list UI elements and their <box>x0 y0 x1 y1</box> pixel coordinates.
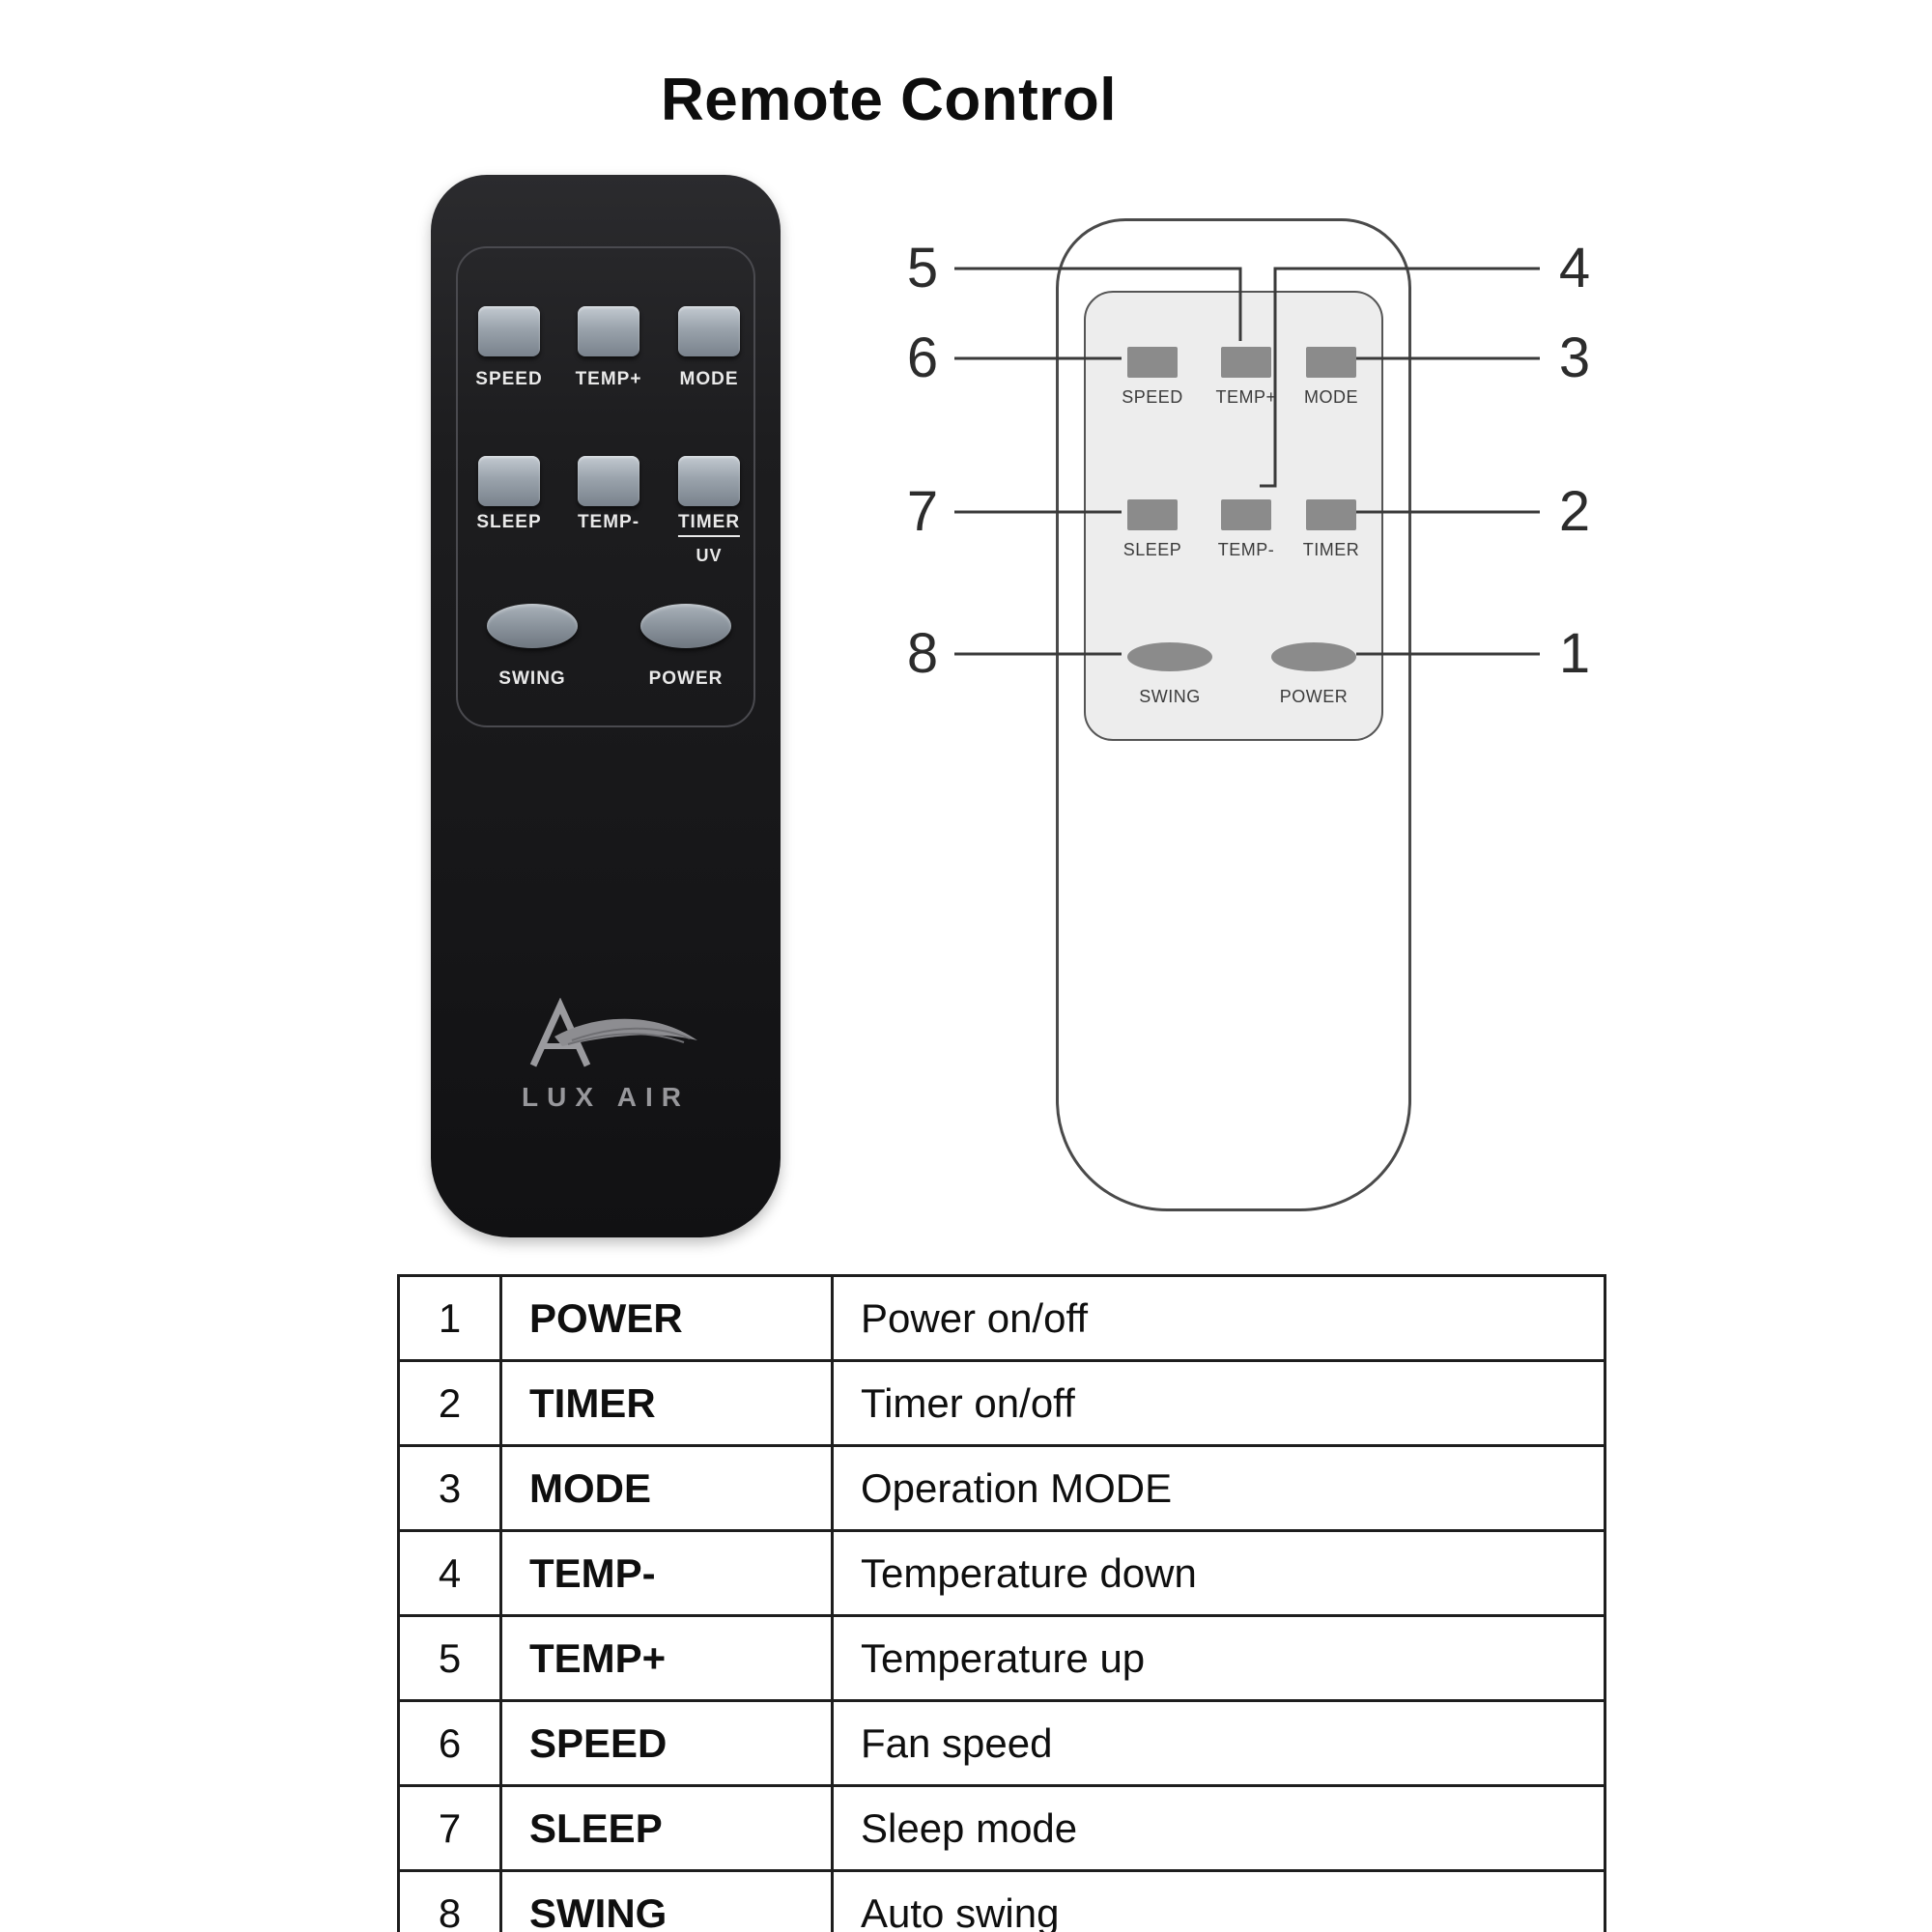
diagram-power-button <box>1271 642 1356 671</box>
table-row: 3 MODE Operation MODE <box>397 1444 1606 1532</box>
callout-2: 2 <box>1558 480 1591 543</box>
photo-uv-label: UV <box>696 546 723 565</box>
photo-sleep-button <box>478 456 540 506</box>
legend-desc: Auto swing <box>831 1869 1606 1932</box>
diagram-swing-button <box>1127 642 1212 671</box>
callout-3: 3 <box>1558 327 1591 389</box>
legend-num: 2 <box>397 1359 502 1447</box>
legend-name: MODE <box>499 1444 834 1532</box>
legend-name: SPEED <box>499 1699 834 1787</box>
diagram-sleep-label: SLEEP <box>1122 540 1182 559</box>
photo-swing-button <box>487 604 578 648</box>
remote-photo: SPEED TEMP+ MODE SLEEP TEMP- TIMER UV SW… <box>431 175 781 1237</box>
legend-name: TEMP- <box>499 1529 834 1617</box>
legend-name: SWING <box>499 1869 834 1932</box>
photo-temp-down-label: TEMP- <box>577 512 640 532</box>
photo-power-button <box>640 604 731 648</box>
legend-desc: Temperature down <box>831 1529 1606 1617</box>
callout-8: 8 <box>906 622 939 685</box>
diagram-temp-up-button <box>1221 347 1271 378</box>
table-row: 5 TEMP+ Temperature up <box>397 1614 1606 1702</box>
remote-photo-button-panel <box>456 246 755 727</box>
legend-name: SLEEP <box>499 1784 834 1872</box>
photo-timer-button <box>678 456 740 506</box>
luxair-logo: LUX AIR <box>461 997 751 1113</box>
remote-diagram: SPEED TEMP+ MODE SLEEP TEMP- TIMER SWING… <box>1056 218 1411 1211</box>
legend-num: 5 <box>397 1614 502 1702</box>
callout-6: 6 <box>906 327 939 389</box>
callout-4: 4 <box>1558 237 1591 299</box>
legend-desc: Sleep mode <box>831 1784 1606 1872</box>
diagram-temp-up-label: TEMP+ <box>1215 387 1277 407</box>
callout-7: 7 <box>906 480 939 543</box>
diagram-speed-button <box>1127 347 1178 378</box>
table-row: 6 SPEED Fan speed <box>397 1699 1606 1787</box>
diagram-mode-button <box>1306 347 1356 378</box>
photo-mode-button <box>678 306 740 356</box>
photo-temp-down-button <box>578 456 639 506</box>
diagram-swing-label: SWING <box>1139 687 1201 706</box>
photo-temp-up-button <box>578 306 639 356</box>
diagram-timer-button <box>1306 499 1356 530</box>
legend-num: 1 <box>397 1274 502 1362</box>
photo-speed-button <box>478 306 540 356</box>
photo-mode-label: MODE <box>679 369 739 389</box>
table-row: 7 SLEEP Sleep mode <box>397 1784 1606 1872</box>
photo-swing-label: SWING <box>498 668 566 689</box>
callout-5: 5 <box>906 237 939 299</box>
legend-desc: Operation MODE <box>831 1444 1606 1532</box>
legend-num: 6 <box>397 1699 502 1787</box>
legend-desc: Timer on/off <box>831 1359 1606 1447</box>
callout-1: 1 <box>1558 622 1591 685</box>
photo-sleep-label: SLEEP <box>476 512 542 532</box>
table-row: 8 SWING Auto swing <box>397 1869 1606 1932</box>
photo-timer-label: TIMER <box>677 512 741 537</box>
photo-temp-up-label: TEMP+ <box>575 369 642 389</box>
diagram-timer-label: TIMER <box>1302 540 1360 559</box>
diagram-temp-down-label: TEMP- <box>1217 540 1275 559</box>
legend-table: 1 POWER Power on/off 2 TIMER Timer on/of… <box>397 1274 1606 1932</box>
table-row: 4 TEMP- Temperature down <box>397 1529 1606 1617</box>
diagram-power-label: POWER <box>1279 687 1349 706</box>
legend-name: TIMER <box>499 1359 834 1447</box>
legend-desc: Power on/off <box>831 1274 1606 1362</box>
legend-num: 8 <box>397 1869 502 1932</box>
photo-speed-label: SPEED <box>475 369 543 389</box>
legend-num: 3 <box>397 1444 502 1532</box>
diagram-sleep-button <box>1127 499 1178 530</box>
legend-desc: Temperature up <box>831 1614 1606 1702</box>
brand-name: LUX AIR <box>522 1082 690 1112</box>
diagram-speed-label: SPEED <box>1122 387 1183 407</box>
luxair-logo-icon <box>529 997 697 1067</box>
legend-num: 7 <box>397 1784 502 1872</box>
page-title: Remote Control <box>661 67 1117 133</box>
table-row: 1 POWER Power on/off <box>397 1274 1606 1362</box>
diagram-mode-label: MODE <box>1304 387 1358 407</box>
table-row: 2 TIMER Timer on/off <box>397 1359 1606 1447</box>
legend-desc: Fan speed <box>831 1699 1606 1787</box>
legend-name: POWER <box>499 1274 834 1362</box>
legend-name: TEMP+ <box>499 1614 834 1702</box>
photo-power-label: POWER <box>648 668 724 689</box>
legend-num: 4 <box>397 1529 502 1617</box>
diagram-temp-down-button <box>1221 499 1271 530</box>
